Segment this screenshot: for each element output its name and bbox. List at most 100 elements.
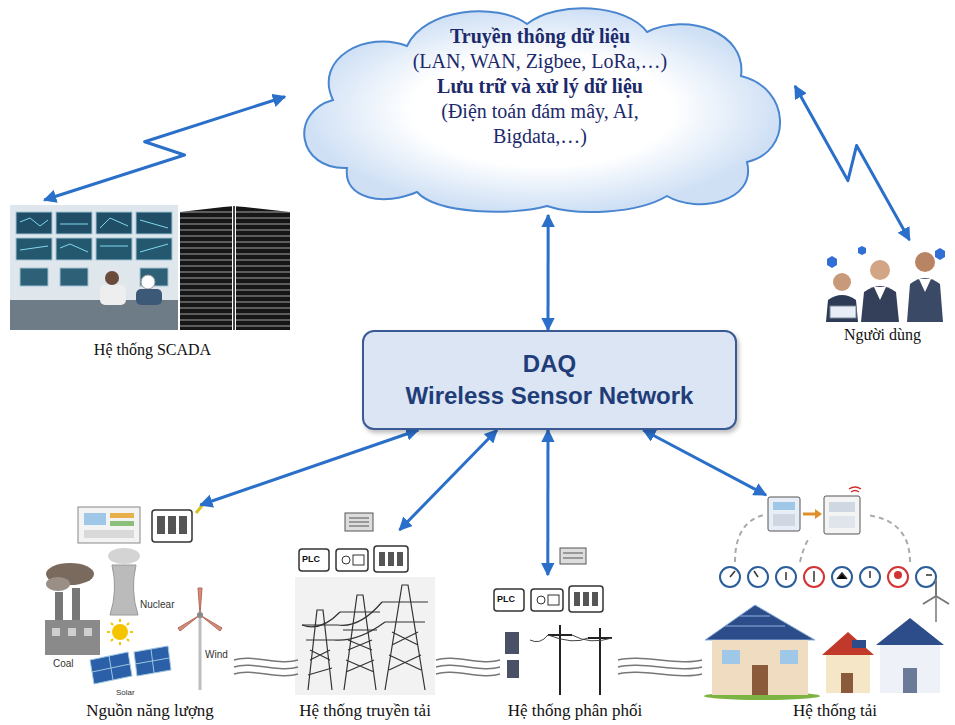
power-lines-part — [234, 658, 298, 675]
energy-sources-illustration-part — [84, 513, 106, 525]
scada-illustration-part — [60, 268, 88, 286]
load-illustration-part — [780, 650, 798, 664]
distribution-illustration-part — [560, 548, 586, 564]
load-illustration-part — [829, 502, 855, 512]
distribution-illustration-part — [537, 596, 545, 604]
load-illustration-part — [735, 515, 910, 562]
scada-illustration-part — [136, 212, 172, 234]
load-illustration-part-part — [735, 515, 764, 562]
scada-illustration-part — [96, 212, 132, 234]
energy-sources-illustration-part — [157, 516, 165, 534]
cloud-node: Truyền thông dữ liệu(LAN, WAN, Zigbee, L… — [285, 0, 795, 215]
distribution-illustration-part — [530, 635, 612, 642]
users-illustration-part — [919, 279, 931, 292]
transmission-illustration-part — [374, 546, 408, 572]
scada-illustration-part — [141, 275, 155, 289]
transmission-illustration-part-part — [340, 595, 380, 690]
load-illustration-part — [803, 513, 815, 516]
scada-illustration-part — [100, 285, 126, 305]
energy-source-node: Nguồn năng lượng — [30, 505, 270, 722]
users-illustration-part — [870, 260, 890, 280]
load-illustration-part-part — [916, 567, 936, 587]
source-label: Coal — [53, 659, 74, 669]
users-illustration-part — [935, 248, 945, 260]
box-subtitle: Wireless Sensor Network — [406, 380, 694, 412]
scada-illustration-part — [16, 238, 52, 260]
load-illustration-part — [725, 616, 785, 626]
connector-arrow — [546, 430, 549, 575]
load-illustration-part-part — [866, 515, 910, 562]
connector-arrow — [795, 86, 910, 240]
load-illustration-part — [752, 665, 768, 695]
user-node: Người dùng — [815, 240, 950, 345]
users-illustration-part — [830, 306, 856, 318]
distribution-illustration-part — [548, 625, 612, 695]
transmission-illustration-part — [349, 518, 369, 526]
scada-illustration-part — [180, 206, 232, 330]
load-illustration-part — [841, 673, 853, 693]
connector-arrow — [44, 97, 285, 200]
cloud-body: (Điện toán đám mây, AI, Bigdata,…) — [400, 99, 680, 149]
scada-illustration-part — [16, 212, 52, 234]
load-illustration-part — [720, 567, 936, 587]
box-title: DAQ — [523, 348, 576, 380]
distribution-illustration-part-part — [548, 625, 612, 695]
scada-illustration — [10, 205, 290, 330]
load-illustration-part — [730, 571, 932, 582]
source-label: Nuclear — [140, 600, 174, 610]
connector-arrow — [200, 430, 418, 505]
energy-sources-illustration-part — [84, 530, 134, 538]
scada-illustration-part — [136, 289, 162, 305]
energy-sources-illustration-part — [168, 516, 176, 534]
power-lines-part — [618, 658, 702, 675]
distribution-illustration — [494, 548, 612, 695]
distribution-illustration-part — [563, 553, 583, 558]
transmission-illustration-part — [342, 556, 350, 564]
energy-sources-illustration-part — [107, 619, 133, 645]
load-illustration-part — [705, 605, 815, 640]
distribution-illustration-part — [574, 592, 580, 606]
power-lines — [234, 658, 702, 675]
load-illustration-part — [722, 650, 740, 664]
scada-illustration-part — [56, 212, 92, 234]
load-illustration-part — [852, 640, 866, 648]
load-illustration — [704, 487, 949, 700]
source-label: Wind — [205, 650, 228, 660]
users-illustration — [826, 246, 945, 322]
energy-sources-illustration-part — [197, 612, 203, 618]
load-illustration-part-part — [800, 537, 810, 562]
caption-text: Nguồn năng lượng — [86, 701, 214, 722]
energy-sources-illustration-part — [179, 516, 187, 534]
load-illustration-part — [826, 655, 870, 693]
load-node: Hệ thống tải — [720, 495, 950, 722]
scada-illustration-part — [56, 238, 92, 260]
distribution-illustration-part — [548, 595, 559, 605]
connector-arrow — [643, 430, 766, 495]
scada-illustration-part — [105, 271, 119, 285]
users-illustration-part — [915, 252, 935, 272]
energy-sources-illustration-part — [108, 548, 140, 564]
load-illustration-part-part — [888, 567, 908, 587]
scada-node: Hệ thống SCADA — [10, 200, 295, 360]
connector-arrow — [400, 430, 498, 530]
scada-illustration-part — [136, 238, 172, 260]
power-lines-part — [436, 658, 500, 675]
users-illustration-part — [833, 273, 851, 291]
transmission-illustration-part — [295, 577, 435, 695]
users-illustration-part — [861, 286, 899, 322]
distribution-illustration-part — [531, 589, 563, 611]
load-illustration-part — [894, 571, 902, 579]
energy-sources-illustration-part — [52, 628, 60, 636]
scada-illustration-part — [233, 206, 235, 330]
transmission-illustration-part — [299, 549, 329, 571]
caption-text: Hệ thống phân phối — [508, 701, 643, 722]
energy-sources-illustration-part — [45, 620, 100, 655]
distribution-illustration-part — [569, 586, 603, 612]
transmission-illustration-part — [379, 552, 385, 566]
scada-illustration-part — [20, 268, 48, 286]
load-illustration-part — [935, 596, 937, 622]
load-illustration-part — [815, 509, 822, 519]
connector-arrow — [547, 215, 550, 330]
load-illustration-part — [880, 645, 940, 693]
cloud-outline — [304, 8, 780, 212]
